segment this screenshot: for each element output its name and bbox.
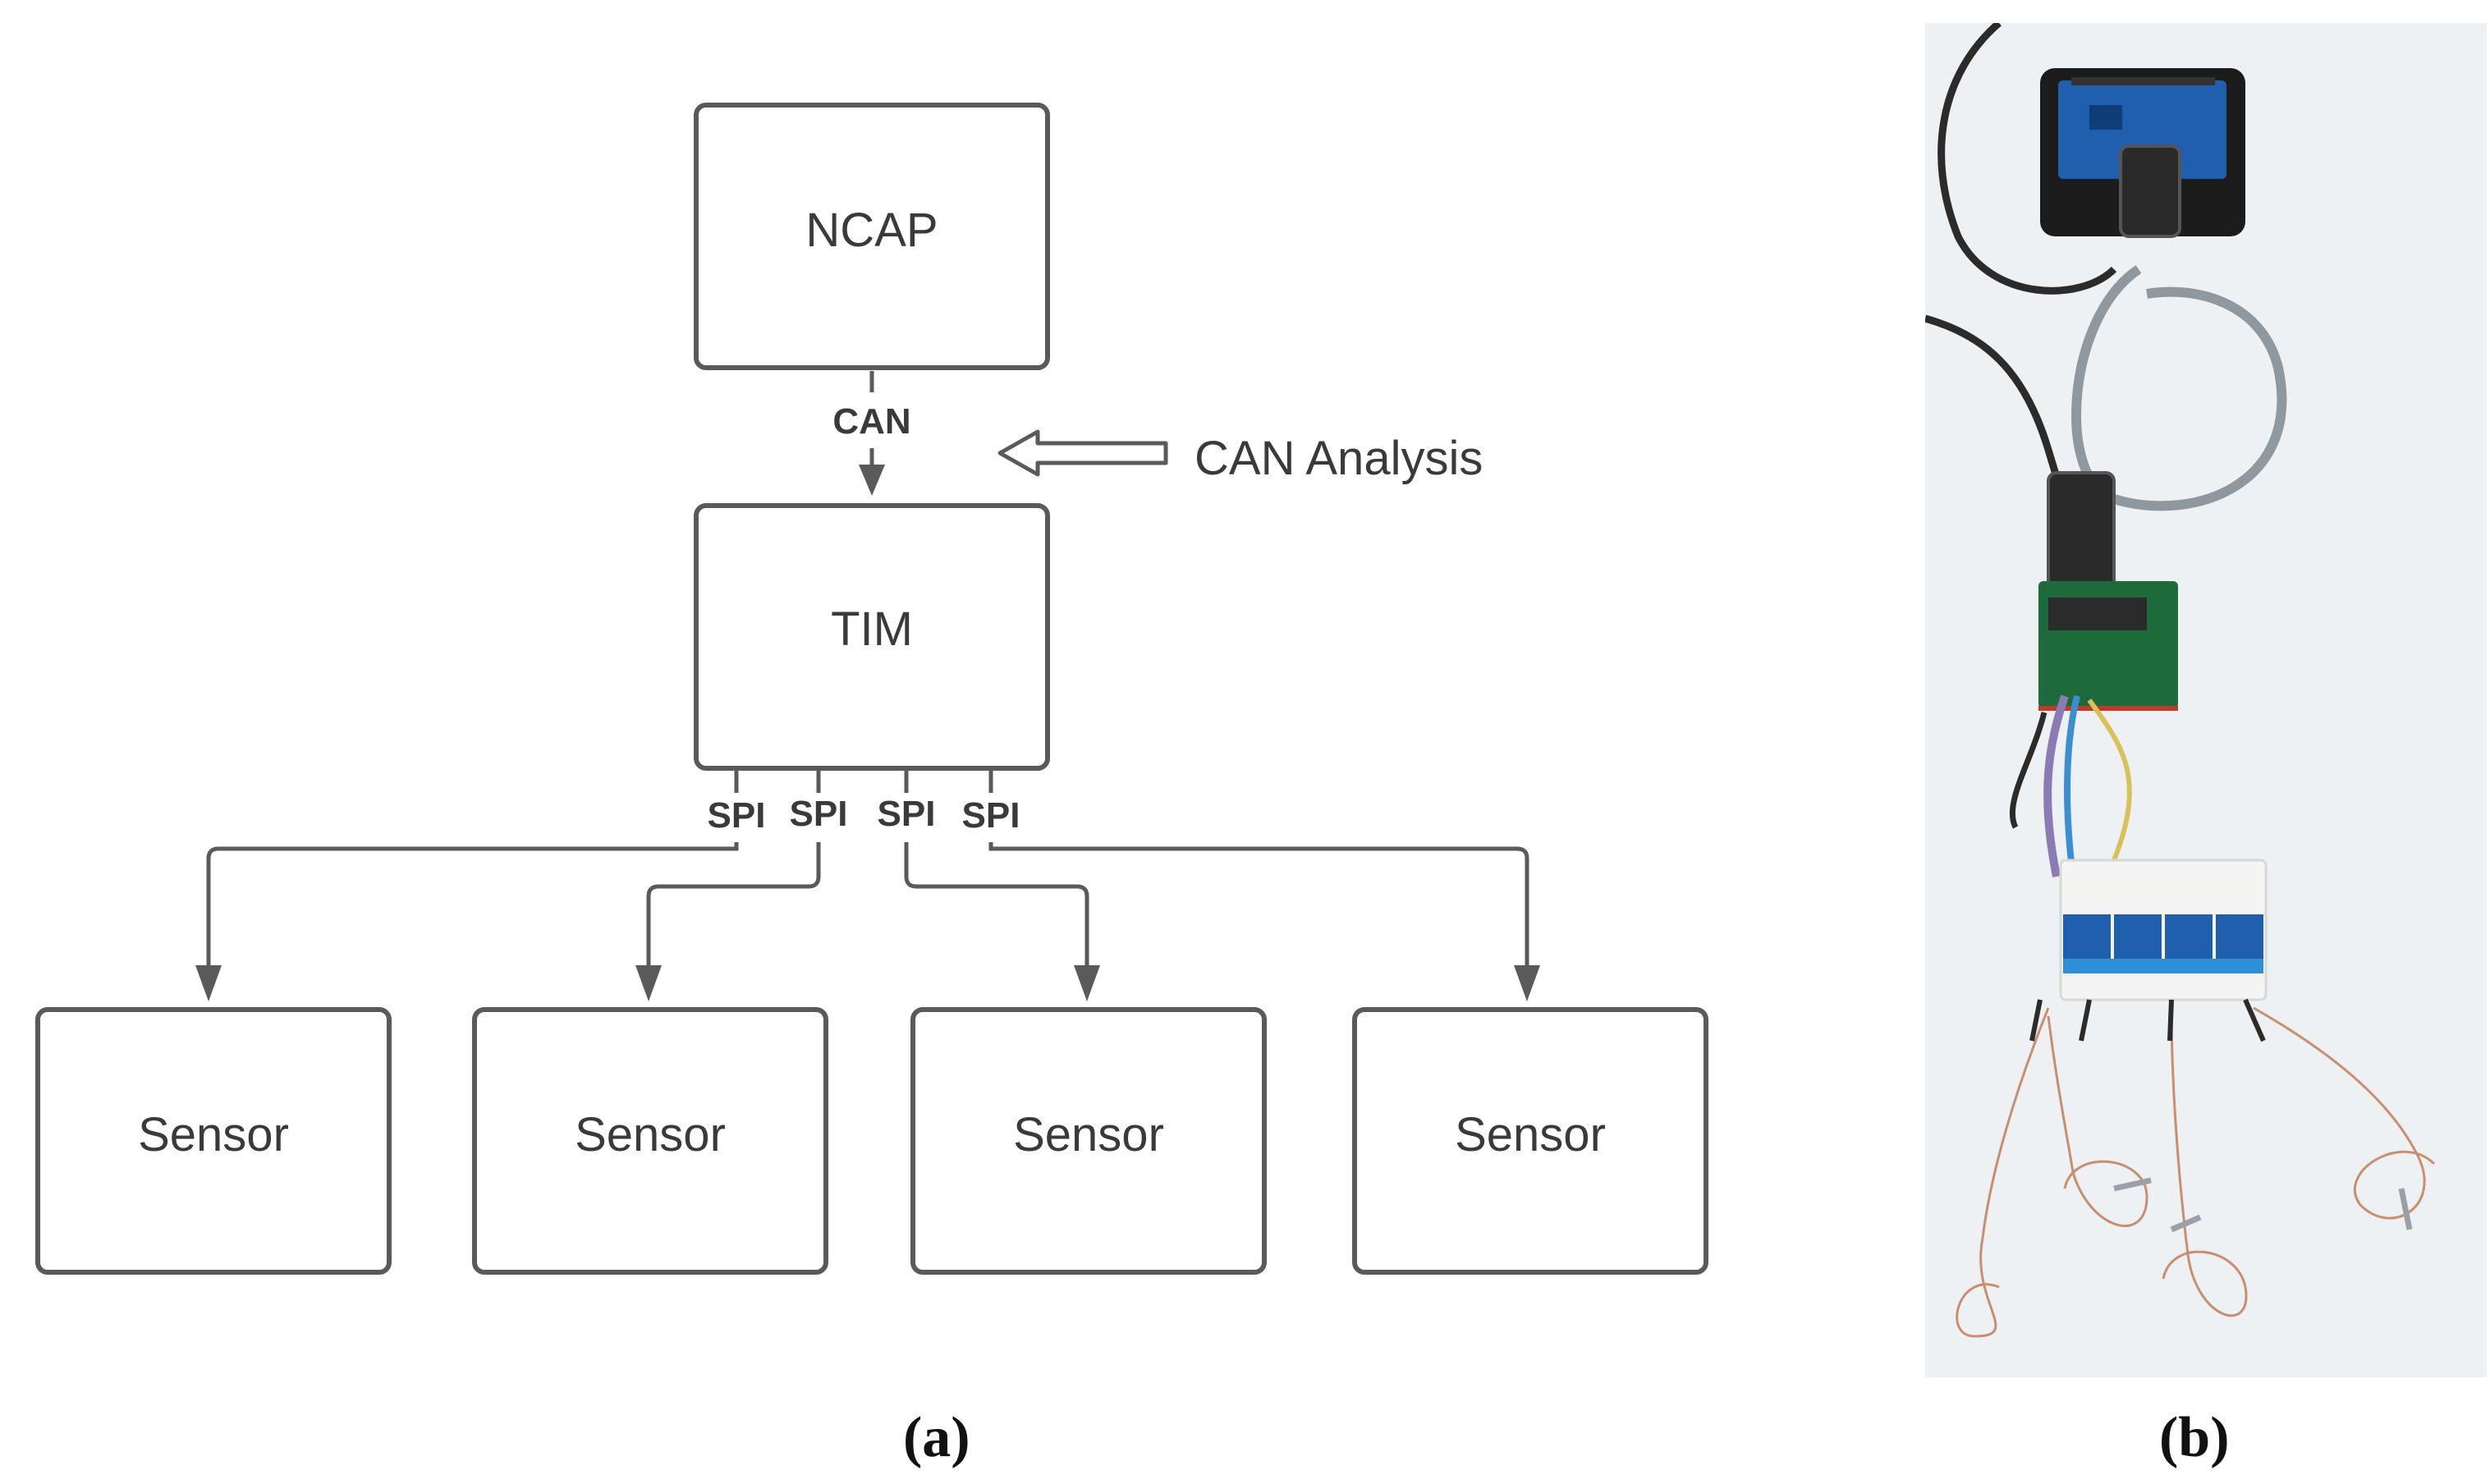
spi-arrowhead-1 — [195, 965, 222, 1001]
tim-label: TIM — [831, 602, 913, 656]
temperature-probe-1 — [2113, 1177, 2152, 1192]
sensor-label-4: Sensor — [1455, 1108, 1606, 1161]
spi-label-1: SPI — [708, 795, 766, 836]
sensor-label-3: Sensor — [1013, 1108, 1164, 1161]
can-analysis-label: CAN Analysis — [1195, 432, 1483, 485]
spi-route-3 — [904, 842, 1089, 969]
caption-b: (b) — [2159, 1406, 2230, 1469]
spi-route-1 — [206, 842, 739, 969]
spi-label-3: SPI — [878, 794, 936, 834]
sensor-label-2: Sensor — [575, 1108, 726, 1161]
thermocouple-wire-2 — [2047, 1015, 2148, 1228]
ncap-node: NCAP — [694, 103, 1050, 370]
db9-connector-top — [2119, 144, 2181, 238]
can-arrowhead — [859, 465, 885, 496]
grey-cable — [2071, 265, 2287, 511]
temperature-probe-2 — [2170, 1214, 2202, 1233]
spi-arrowhead-2 — [635, 965, 662, 1001]
tim-node: TIM — [694, 503, 1050, 771]
thermocouple-wire-3 — [2162, 1007, 2248, 1317]
can-label: CAN — [832, 401, 910, 442]
can-analysis-arrow-icon — [997, 429, 1168, 477]
spi-route-4 — [988, 842, 1529, 969]
thermocouple-wire-1 — [1956, 1007, 2050, 1338]
hardware-photo-illustration — [1925, 23, 2487, 1377]
spi-label-2: SPI — [790, 794, 848, 834]
sensor-node-4: Sensor — [1352, 1007, 1708, 1275]
thermocouple-wire-4 — [2253, 1006, 2436, 1220]
ncap-label: NCAP — [805, 204, 938, 257]
db9-connector-middle — [2047, 471, 2116, 598]
architecture-diagram: NCAP CAN CAN Analysis TIM SPI SPI SPI SP… — [35, 103, 1708, 1275]
caption-a: (a) — [903, 1406, 970, 1469]
hardware-photo — [1925, 23, 2487, 1377]
spi-arrowhead-3 — [1074, 965, 1100, 1001]
spi-label-4: SPI — [962, 795, 1020, 836]
sensor-label-1: Sensor — [138, 1108, 289, 1161]
sensor-node-3: Sensor — [910, 1007, 1267, 1275]
jumper-wires — [2043, 694, 2069, 877]
sensor-node-2: Sensor — [472, 1007, 828, 1275]
spi-route-2 — [646, 842, 821, 969]
sensor-node-1: Sensor — [35, 1007, 392, 1275]
temperature-probe-3 — [2398, 1188, 2413, 1230]
spi-arrowhead-4 — [1514, 965, 1540, 1001]
